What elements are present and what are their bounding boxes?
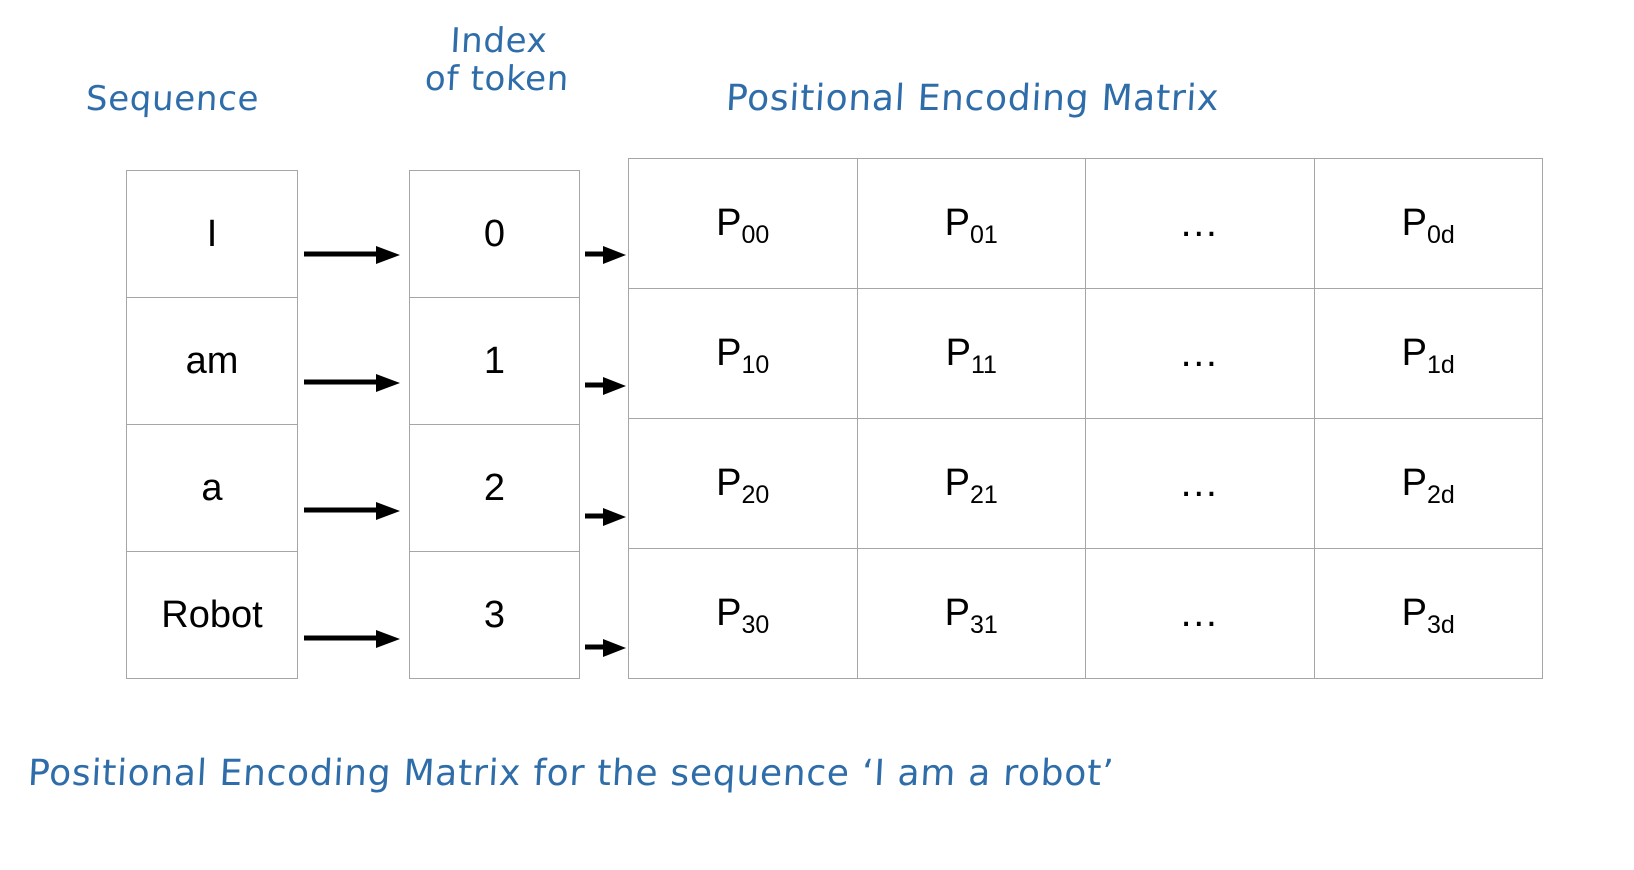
matrix-cell-symbol: P3d	[1401, 592, 1455, 639]
matrix-cell-subscript: 0d	[1427, 221, 1455, 249]
matrix-cell: P11	[856, 288, 1086, 419]
arrow-token-to-index	[304, 244, 402, 266]
matrix-cell: P01	[856, 158, 1086, 289]
matrix-cell: P2d	[1313, 418, 1543, 549]
index-column: 0 1 2 3	[409, 170, 580, 679]
matrix-row: P00 P01 … P0d	[628, 158, 1546, 289]
matrix-cell-symbol: P20	[716, 462, 770, 509]
figure-caption: Positional Encoding Matrix for the seque…	[26, 753, 1116, 794]
matrix-cell-subscript: 21	[970, 481, 998, 509]
matrix-cell: P30	[628, 548, 858, 679]
matrix-cell-symbol: P1d	[1401, 332, 1455, 379]
sequence-column-label: Sequence	[84, 79, 261, 119]
arrow-index-to-matrix	[585, 637, 627, 659]
matrix-cell-symbol: P00	[716, 202, 770, 249]
matrix-cell: P10	[628, 288, 858, 419]
matrix-cell: P21	[856, 418, 1086, 549]
matrix-cell: P20	[628, 418, 858, 549]
matrix-cell: P0d	[1313, 158, 1543, 289]
arrow-index-to-matrix	[585, 244, 627, 266]
matrix-cell-subscript: 10	[741, 351, 770, 379]
arrow-token-to-index	[304, 500, 402, 522]
matrix-cell-ellipsis: …	[1085, 158, 1315, 289]
arrow-token-to-index	[304, 372, 402, 394]
matrix-cell: P31	[856, 548, 1086, 679]
token-index-cell: 0	[409, 170, 580, 298]
matrix-cell-ellipsis: …	[1085, 418, 1315, 549]
matrix-cell-symbol: P21	[944, 462, 998, 509]
matrix-cell: P1d	[1313, 288, 1543, 419]
arrow-token-to-index	[304, 628, 402, 650]
matrix-cell-symbol: P0d	[1401, 202, 1455, 249]
sequence-token-cell: I	[126, 170, 298, 298]
matrix-cell-subscript: 1d	[1427, 351, 1455, 379]
matrix-cell-symbol: P11	[945, 332, 997, 379]
index-column-label: Index of token	[403, 21, 593, 100]
index-label-line-1: Index	[449, 21, 549, 61]
index-label-line-2: of token	[423, 59, 571, 100]
matrix-cell-subscript: 00	[741, 221, 770, 249]
matrix-cell: P00	[628, 158, 858, 289]
matrix-cell-symbol: P2d	[1401, 462, 1455, 509]
matrix-cell-subscript: 01	[970, 221, 998, 249]
matrix-row: P30 P31 … P3d	[628, 548, 1546, 679]
token-index-cell: 1	[409, 297, 580, 425]
sequence-column: I am a Robot	[126, 170, 298, 679]
matrix-cell-symbol: P30	[716, 592, 770, 639]
matrix-row: P10 P11 … P1d	[628, 288, 1546, 419]
matrix-cell-subscript: 31	[970, 611, 998, 639]
matrix-row: P20 P21 … P2d	[628, 418, 1546, 549]
token-index-cell: 3	[409, 551, 580, 679]
arrow-index-to-matrix	[585, 506, 627, 528]
matrix-cell-symbol: P01	[944, 202, 998, 249]
sequence-token-cell: a	[126, 424, 298, 552]
matrix-cell-subscript: 3d	[1427, 611, 1455, 639]
matrix-cell-symbol: P31	[944, 592, 998, 639]
matrix-cell-subscript: 2d	[1427, 481, 1455, 509]
matrix-cell: P3d	[1313, 548, 1543, 679]
matrix-cell-ellipsis: …	[1085, 548, 1315, 679]
matrix-cell-symbol: P10	[716, 332, 770, 379]
matrix-cell-subscript: 20	[741, 481, 770, 509]
matrix-cell-subscript: 11	[970, 351, 997, 379]
matrix-cell-ellipsis: …	[1085, 288, 1315, 419]
token-index-cell: 2	[409, 424, 580, 552]
sequence-token-cell: am	[126, 297, 298, 425]
matrix-cell-subscript: 30	[741, 611, 770, 639]
arrow-index-to-matrix	[585, 375, 627, 397]
positional-encoding-matrix-title: Positional Encoding Matrix	[724, 78, 1221, 119]
sequence-token-cell: Robot	[126, 551, 298, 679]
